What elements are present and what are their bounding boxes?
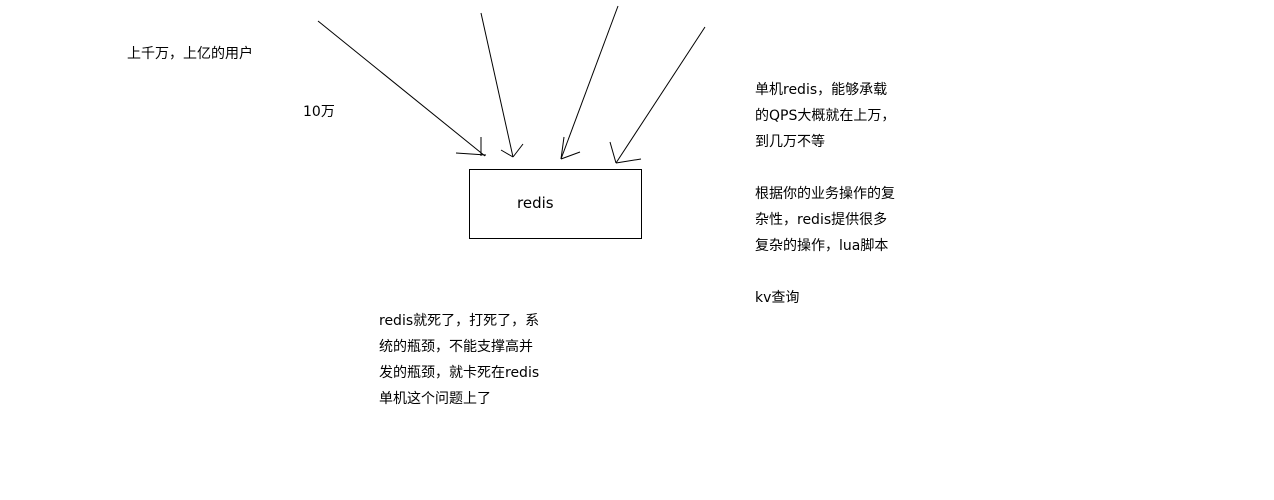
kv-note: kv查询 [755,290,800,306]
capacity-note-line: 的QPS大概就在上万， [755,108,896,124]
complexity-note: 根据你的业务操作的复 杂性，redis提供很多 复杂的操作，lua脚本 [755,181,895,259]
complexity-note-line: 杂性，redis提供很多 [755,212,888,228]
capacity-note-line: 单机redis，能够承载 [755,82,888,98]
capacity-note-line: 到几万不等 [755,134,825,150]
arrow-2-icon [480,12,524,158]
capacity-note: 单机redis，能够承载 的QPS大概就在上万， 到几万不等 [755,77,895,155]
bottleneck-note-line: 单机这个问题上了 [379,391,491,407]
users-label: 上千万，上亿的用户 [127,46,253,62]
redis-box [469,169,642,239]
bottleneck-note-line: 发的瓶颈，就卡死在redis [379,365,540,381]
bottleneck-note-line: redis就死了，打死了，系 [379,313,540,329]
arrow-4-icon [609,26,706,164]
complexity-note-line: 复杂的操作，lua脚本 [755,238,889,254]
bottleneck-note-line: 统的瓶颈，不能支撑高并 [379,339,533,355]
qps-10w-label: 10万 [303,104,335,120]
arrow-3-icon [560,5,619,160]
redis-box-label: redis [517,194,554,212]
bottleneck-note: redis就死了，打死了，系 统的瓶颈，不能支撑高并 发的瓶颈，就卡死在redi… [379,308,539,412]
complexity-note-line: 根据你的业务操作的复 [755,186,895,202]
arrow-1-icon [317,20,487,157]
